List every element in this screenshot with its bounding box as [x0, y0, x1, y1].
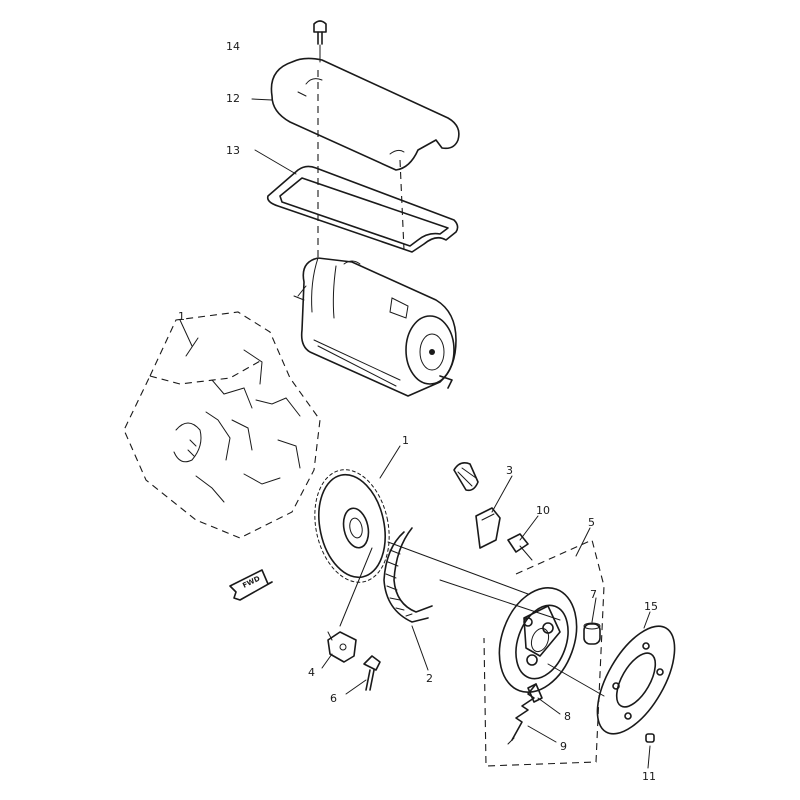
- part-12-cover: [270, 57, 460, 171]
- callout-8: 8: [564, 710, 571, 723]
- part-13-gasket: [266, 165, 459, 253]
- callout-12: 12: [226, 92, 240, 105]
- callout-10: 10: [536, 504, 550, 517]
- fwd-arrow: FWD: [229, 569, 273, 601]
- callout-3: 3: [506, 464, 513, 477]
- callout-7: 7: [590, 588, 597, 601]
- part-6-bolt: [363, 655, 381, 691]
- part-15-disc: [596, 625, 676, 735]
- leader-lines: [179, 98, 651, 769]
- callout-5: 5: [588, 516, 595, 529]
- part-10-screw: [507, 533, 533, 561]
- callout-1-crankcase: 1: [178, 310, 185, 323]
- callout-2: 2: [426, 672, 433, 685]
- callout-labels: 14 12 13 1 1 3 5 10 7 15 4 6 2 8 9 11: [178, 40, 658, 783]
- callout-6: 6: [330, 692, 337, 705]
- callout-13: 13: [226, 144, 240, 157]
- centerline-cover-2: [399, 159, 405, 251]
- part-1-sprocket: [314, 469, 390, 583]
- hub-plate: [498, 586, 578, 694]
- part-4-bracket: [327, 631, 357, 663]
- callout-15: 15: [644, 600, 658, 613]
- callout-11: 11: [642, 770, 656, 783]
- part-5-assembly-box: [483, 539, 605, 767]
- part-3-shoe: [453, 462, 501, 549]
- starter-motor: [293, 257, 457, 397]
- callout-1-sprocket: 1: [402, 434, 409, 447]
- callout-9: 9: [560, 740, 567, 753]
- part-11-pin: [645, 733, 655, 743]
- part-2-chain: [383, 527, 433, 623]
- callout-14: 14: [226, 40, 240, 53]
- part-7-bushing: [583, 622, 601, 645]
- part-14-bolt: [313, 20, 327, 63]
- crankcase-outline: [123, 311, 321, 539]
- fwd-label: FWD: [241, 574, 261, 589]
- callout-4: 4: [308, 666, 315, 679]
- part-9-spring: [507, 683, 537, 745]
